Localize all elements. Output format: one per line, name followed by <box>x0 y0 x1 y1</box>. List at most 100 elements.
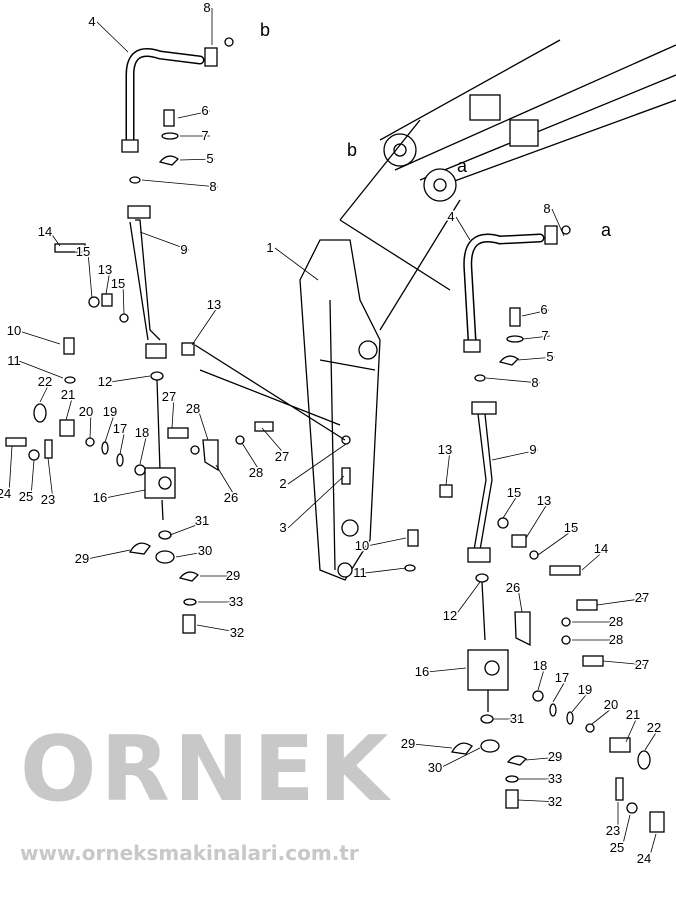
leader-line <box>261 427 288 458</box>
part-callout-16: 16 <box>93 490 107 505</box>
part-callout-12: 12 <box>98 374 112 389</box>
part-callout-13: 13 <box>438 442 452 457</box>
part-callout-33: 33 <box>229 594 243 609</box>
part-callout-27: 27 <box>635 590 649 605</box>
part-callout-28: 28 <box>609 614 623 629</box>
leader-line <box>197 408 209 441</box>
part-callout-20: 20 <box>79 404 93 419</box>
leader-line <box>551 208 565 237</box>
part-callout-7: 7 <box>541 328 548 343</box>
part-callout-1: 1 <box>266 240 273 255</box>
part-callout-11: 11 <box>353 565 367 580</box>
part-callout-28: 28 <box>609 632 623 647</box>
part-callout-13: 13 <box>98 262 112 277</box>
leader-line <box>621 814 631 849</box>
part-callout-29: 29 <box>75 551 89 566</box>
part-callout-24: 24 <box>637 851 651 866</box>
hose-right <box>463 225 571 382</box>
part-callout-22: 22 <box>38 374 52 389</box>
part-callout-13: 13 <box>537 493 551 508</box>
leader-line <box>412 743 453 749</box>
leader-line <box>287 475 345 529</box>
part-callout-7: 7 <box>201 128 208 143</box>
part-callout-19: 19 <box>103 404 117 419</box>
leader-line <box>525 500 550 539</box>
connection-letter-a: a <box>457 156 468 176</box>
boom <box>194 239 381 581</box>
watermark-url: www.orneksmakinalari.com.tr <box>20 841 359 865</box>
leader-line <box>366 537 407 547</box>
part-callout-18: 18 <box>533 658 547 673</box>
leader-line <box>171 396 175 429</box>
part-callout-9: 9 <box>529 442 536 457</box>
leader-line <box>177 110 211 119</box>
part-callout-14: 14 <box>594 541 608 556</box>
part-callout-5: 5 <box>546 349 553 364</box>
leader-line <box>18 330 61 345</box>
leader-line <box>648 833 657 860</box>
leader-line <box>49 231 61 247</box>
leader-line <box>602 660 648 666</box>
leader-line <box>105 269 111 295</box>
leader-line <box>454 581 481 617</box>
part-callout-15: 15 <box>564 520 578 535</box>
leader-line <box>521 309 550 317</box>
leader-line <box>18 360 64 379</box>
part-callout-12: 12 <box>443 608 457 623</box>
tube-right <box>404 401 665 833</box>
leader-line <box>8 445 13 495</box>
leader-line <box>287 443 347 485</box>
leader-line <box>215 464 237 499</box>
part-callout-26: 26 <box>224 490 238 505</box>
part-callout-20: 20 <box>604 697 618 712</box>
leader-line <box>196 624 243 634</box>
part-callout-32: 32 <box>230 625 244 640</box>
part-callout-26: 26 <box>506 580 520 595</box>
leader-line <box>169 520 208 536</box>
leader-line <box>426 667 467 673</box>
leader-line <box>30 459 35 498</box>
part-callout-25: 25 <box>19 489 33 504</box>
leader-line <box>502 492 520 519</box>
part-callout-27: 27 <box>635 657 649 672</box>
leader-line <box>596 597 648 606</box>
part-callout-23: 23 <box>41 492 55 507</box>
leader-line <box>122 283 125 315</box>
part-callout-2: 2 <box>279 476 286 491</box>
leader-line <box>47 457 54 501</box>
connection-letter-a: a <box>601 220 612 240</box>
connection-letter-b: b <box>260 20 270 40</box>
connection-letters: b b a a <box>260 20 612 240</box>
part-callout-13: 13 <box>207 297 221 312</box>
part-callout-21: 21 <box>626 707 640 722</box>
leader-line <box>644 727 660 751</box>
part-callout-32: 32 <box>548 794 562 809</box>
part-callout-10: 10 <box>355 538 369 553</box>
leader-line <box>517 587 523 613</box>
connection-letter-b: b <box>347 140 357 160</box>
part-callout-33: 33 <box>548 771 562 786</box>
tube-left <box>5 205 274 634</box>
leader-line <box>525 756 561 761</box>
leader-line <box>364 567 407 574</box>
part-callout-17: 17 <box>113 421 127 436</box>
part-callout-3: 3 <box>279 520 286 535</box>
part-callout-8: 8 <box>209 179 216 194</box>
leader-line <box>491 449 539 461</box>
leader-line <box>625 714 639 743</box>
leader-line <box>445 449 451 486</box>
leader-line <box>455 216 471 241</box>
part-callout-21: 21 <box>61 387 75 402</box>
part-callout-5: 5 <box>206 151 213 166</box>
leader-line <box>104 411 116 443</box>
leader-line <box>439 747 481 769</box>
leader-line <box>89 411 92 439</box>
part-callout-16: 16 <box>415 664 429 679</box>
leader-line <box>87 251 93 299</box>
part-callout-15: 15 <box>76 244 90 259</box>
part-callout-28: 28 <box>186 401 200 416</box>
part-callout-4: 4 <box>447 209 454 224</box>
